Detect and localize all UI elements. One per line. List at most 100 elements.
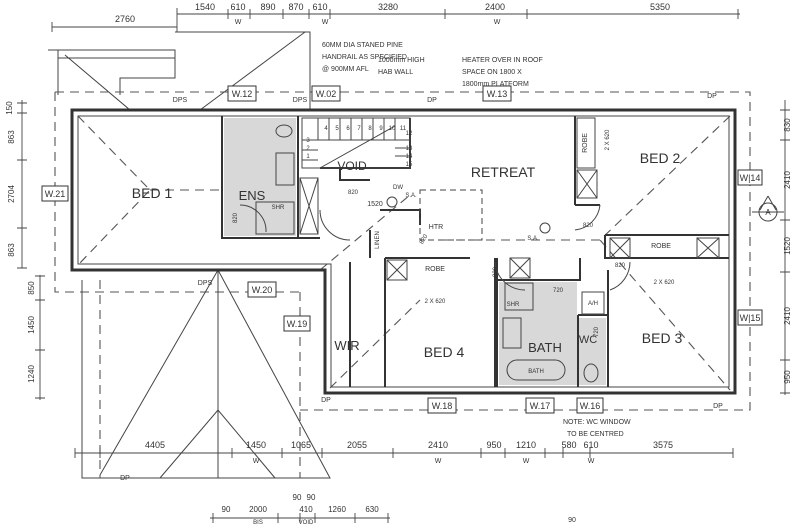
dimension-label: 3575	[653, 440, 673, 450]
heater-label: HTR	[429, 224, 443, 231]
window-mark: W	[253, 458, 260, 465]
dimension-label: 950	[486, 440, 501, 450]
dimension-label: 150	[5, 101, 14, 115]
window-tag-w21: W.21	[45, 189, 66, 199]
smoke-alarm-label: S.A.	[527, 236, 539, 242]
downpipe-label: DPS	[293, 97, 308, 104]
dimension-label: 90	[222, 505, 231, 514]
window-tag-w17: W.17	[530, 401, 551, 411]
note-wc-window: NOTE: WC WINDOW	[563, 419, 631, 426]
dimension-label: 1450	[27, 316, 36, 334]
window-tag-w14: W|14	[740, 173, 761, 183]
stair-number: 5	[335, 126, 339, 132]
external-walls	[70, 108, 737, 395]
window-tags	[41, 85, 763, 414]
stair-number: 11	[400, 126, 407, 132]
stair-number: 7	[357, 126, 361, 132]
dimension-label: 1540	[195, 2, 215, 12]
dimension-label: VOID	[299, 520, 314, 524]
downpipe-label: DP	[713, 403, 723, 410]
window-mark: W	[435, 458, 442, 465]
wc-toilet-icon	[583, 363, 599, 383]
dimension-label: 2400	[485, 2, 505, 12]
downpipe-label: DP	[120, 475, 130, 482]
wall-inner-line	[77, 115, 730, 388]
dimension-label: 2760	[115, 14, 135, 24]
shower-label: SHR	[507, 302, 520, 308]
dimension-label: 410	[299, 505, 313, 514]
ensuite-floor	[224, 118, 296, 236]
smoke-alarm-label: S.A.	[405, 193, 417, 199]
note-hab-wall: 1000mm HIGH	[378, 57, 425, 64]
door-label: 820	[419, 233, 430, 245]
door-label: 820	[583, 223, 594, 229]
robe-cupboard-icon	[386, 259, 408, 281]
door-label: 1520	[367, 201, 383, 208]
dimension-label: 863	[7, 243, 16, 257]
window-mark: W	[523, 458, 530, 465]
dimension-label: 1210	[516, 440, 536, 450]
window-tag-w02: W.02	[316, 89, 337, 99]
dimension-label: 90	[568, 517, 576, 524]
window-tag-w16: W.16	[580, 401, 601, 411]
stair-number: 1	[306, 154, 310, 160]
note-handrail: HANDRAIL AS SPECIFIED	[322, 54, 407, 61]
dimension-label: 890	[260, 2, 275, 12]
room-label-bed2: BED 2	[640, 150, 681, 166]
dimension-label: 850	[27, 281, 36, 295]
downlight-label: DW	[393, 185, 403, 191]
dimension-label: 830	[783, 118, 792, 132]
dimension-label: 3280	[378, 2, 398, 12]
stair-number: 6	[346, 126, 350, 132]
downpipe-label: DPS	[173, 97, 188, 104]
stair-number: 10	[389, 126, 396, 132]
stair-number: 8	[368, 126, 372, 132]
note-hab-wall: HAB WALL	[378, 69, 413, 76]
dimension-label: 2410	[783, 171, 792, 189]
downpipe-label: DP	[427, 97, 437, 104]
room-label-void: VOID	[337, 159, 367, 173]
note-handrail: 60MM DIA STANED PINE	[322, 42, 403, 49]
linen-label: LINEN	[375, 231, 381, 249]
smoke-alarm-icon	[386, 196, 398, 208]
section-marker-label: A	[765, 208, 771, 217]
downpipe-label: DP	[707, 93, 717, 100]
dimension-label: 1520	[783, 237, 792, 255]
door-label: 2 X 620	[425, 299, 446, 305]
dimension-label: 4405	[145, 440, 165, 450]
ensuite-vanity-icon	[275, 152, 295, 186]
room-label-bed3: BED 3	[642, 330, 683, 346]
dimension-label: 580	[561, 440, 576, 450]
dimension-label: 1065	[291, 440, 311, 450]
dimension-label: 90	[307, 493, 316, 502]
door-label: 720	[553, 288, 564, 294]
note-wc-window: TO BE CENTRED	[567, 431, 624, 438]
door-label: 820	[233, 212, 239, 223]
stair-number: 15	[406, 162, 413, 168]
dimension-label: 90	[293, 493, 302, 502]
door-swings	[239, 204, 631, 291]
dimension-label: 2410	[428, 440, 448, 450]
room-label-bed4: BED 4	[424, 344, 465, 360]
air-handler-label: A/H	[588, 301, 598, 307]
door-label: 2 X 620	[605, 129, 611, 150]
robe-label: ROBE	[425, 266, 445, 273]
dimension-label: 1240	[27, 365, 36, 383]
note-handrail: @ 900MM AFL	[322, 66, 369, 73]
dimension-label: 1260	[328, 505, 346, 514]
roof-hip-lines	[77, 115, 731, 391]
window-tag-w19: W.19	[287, 319, 308, 329]
window-mark: W	[322, 19, 329, 26]
room-label-ensuite: ENS	[239, 188, 266, 203]
stair-number: 12	[406, 131, 413, 137]
ensuite-shower-icon	[255, 201, 295, 235]
door-label: 820	[493, 266, 499, 277]
window-mark: W	[588, 458, 595, 465]
air-handler-icon	[581, 291, 605, 315]
smoke-alarm-icon	[539, 222, 551, 234]
door-label: 2 X 620	[654, 280, 675, 286]
dimension-label: 2410	[783, 307, 792, 325]
stair-number: 4	[324, 126, 328, 132]
dimension-label: 950	[783, 370, 792, 384]
robe-label: ROBE	[582, 133, 589, 153]
